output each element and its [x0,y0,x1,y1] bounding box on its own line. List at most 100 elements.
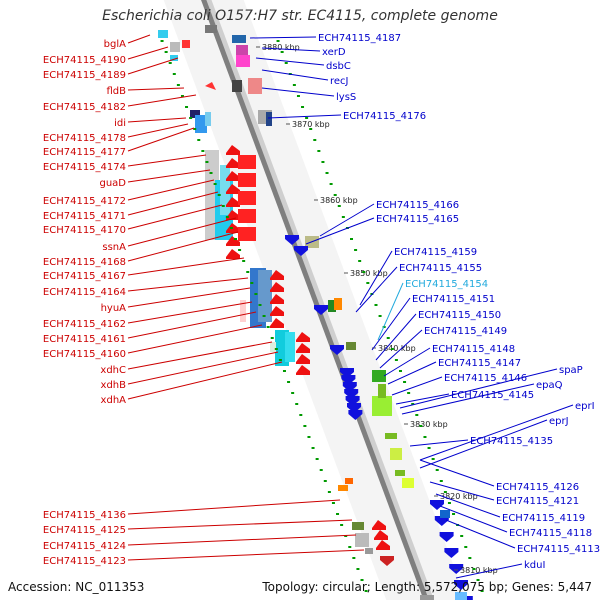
tick-mark [319,469,323,471]
leader-line [127,519,353,530]
gene-block [355,533,369,547]
leader-line [127,127,195,152]
gene-arrow-forward [226,197,240,207]
leader-line [127,257,245,276]
gene-label-right: ECH74115_4165 [376,214,459,225]
tick-mark [390,348,394,350]
leader-line [419,419,548,469]
gene-label-right: recJ [330,76,349,87]
tick-mark [313,139,317,141]
tick-mark [160,40,164,42]
leader-line [319,203,375,237]
gene-label-left: ECH74115_4178 [43,133,126,144]
leader-line [127,117,187,123]
tick-mark [329,183,333,185]
tick-mark [172,73,176,75]
gene-arrow-forward [296,343,310,353]
tick-mark [439,480,443,482]
tick-mark [229,227,233,229]
gene-label-right: ECH74115_4159 [394,247,477,258]
gene-block [352,522,364,530]
tick-mark [476,579,480,581]
leader-line [439,505,508,533]
gene-label-right: ECH74115_4146 [444,373,527,384]
tick-mark [193,128,197,130]
gene-label-right: ECH74115_4119 [502,513,585,524]
leader-line [127,341,273,370]
leader-line [127,534,357,546]
tick-mark [311,447,315,449]
leader-line [127,34,151,44]
gene-label-far-right: eprI [575,401,595,412]
gene-arrow-reverse [430,500,444,510]
tick-mark [398,370,402,372]
gene-block [232,80,242,92]
scale-label: 3840 kbp [378,344,416,353]
gene-block [240,300,246,322]
tick-mark [209,172,213,174]
tick-mark [317,150,321,152]
leader-line [127,204,223,230]
leader-line [127,87,185,91]
tick-mark [374,304,378,306]
gene-label-right: ECH74115_4145 [451,390,534,401]
gene-block [238,155,256,169]
tick-mark [278,359,282,361]
leader-line [127,154,207,167]
tick-mark [336,513,340,515]
tick-mark [254,293,258,295]
gene-block [378,384,386,398]
leader-line [391,376,443,396]
gene-label-left: ECH74115_4172 [43,196,126,207]
gene-arrow-reverse [341,375,356,385]
gene-block [170,42,180,52]
tick-mark [472,568,476,570]
gene-block [195,115,207,133]
tick-mark [309,128,313,130]
gene-block [232,35,246,43]
gene-label-left: ECH74115_4189 [43,70,126,81]
gene-block [258,270,272,322]
tick-mark [415,414,419,416]
tick-mark [168,62,172,64]
tick-mark [431,458,435,460]
leader-line [127,301,253,324]
tick-mark [274,348,278,350]
gene-block [338,485,348,491]
gene-block [220,165,230,215]
gene-arrow-forward [270,282,284,292]
tick-mark [356,568,360,570]
gene-label-right: ECH74115_4147 [438,358,521,369]
gene-block [190,110,200,118]
tick-mark [276,40,280,42]
gene-arrow-forward [296,354,310,364]
leader-line [387,361,437,385]
gene-arrow-reverse [449,564,464,574]
tick-mark [205,161,209,163]
gene-label-right: ECH74115_4135 [470,436,553,447]
tick-mark [344,535,348,537]
leader-line [445,519,516,549]
leader-line [401,383,535,415]
tick-mark [327,491,331,493]
gene-label-right: ECH74115_4121 [496,496,579,507]
gene-arrow-forward [226,145,240,155]
tick-mark [234,238,238,240]
tick-mark [225,216,229,218]
tick-mark [354,249,358,251]
tick-mark [423,436,427,438]
leader-line [127,499,341,515]
gene-arrow-reverse [434,516,449,526]
gene-arrow-forward [270,306,284,316]
tick-mark [468,557,472,559]
gene-block [328,300,336,312]
tick-mark [323,480,327,482]
gene-block [440,510,450,518]
tick-mark [292,84,296,86]
tick-mark [407,392,411,394]
gene-arrow-forward [226,210,240,220]
tick-mark [352,557,356,559]
gene-label-right: ECH74115_4118 [509,528,592,539]
gene-label-right: ECH74115_4166 [376,200,459,211]
